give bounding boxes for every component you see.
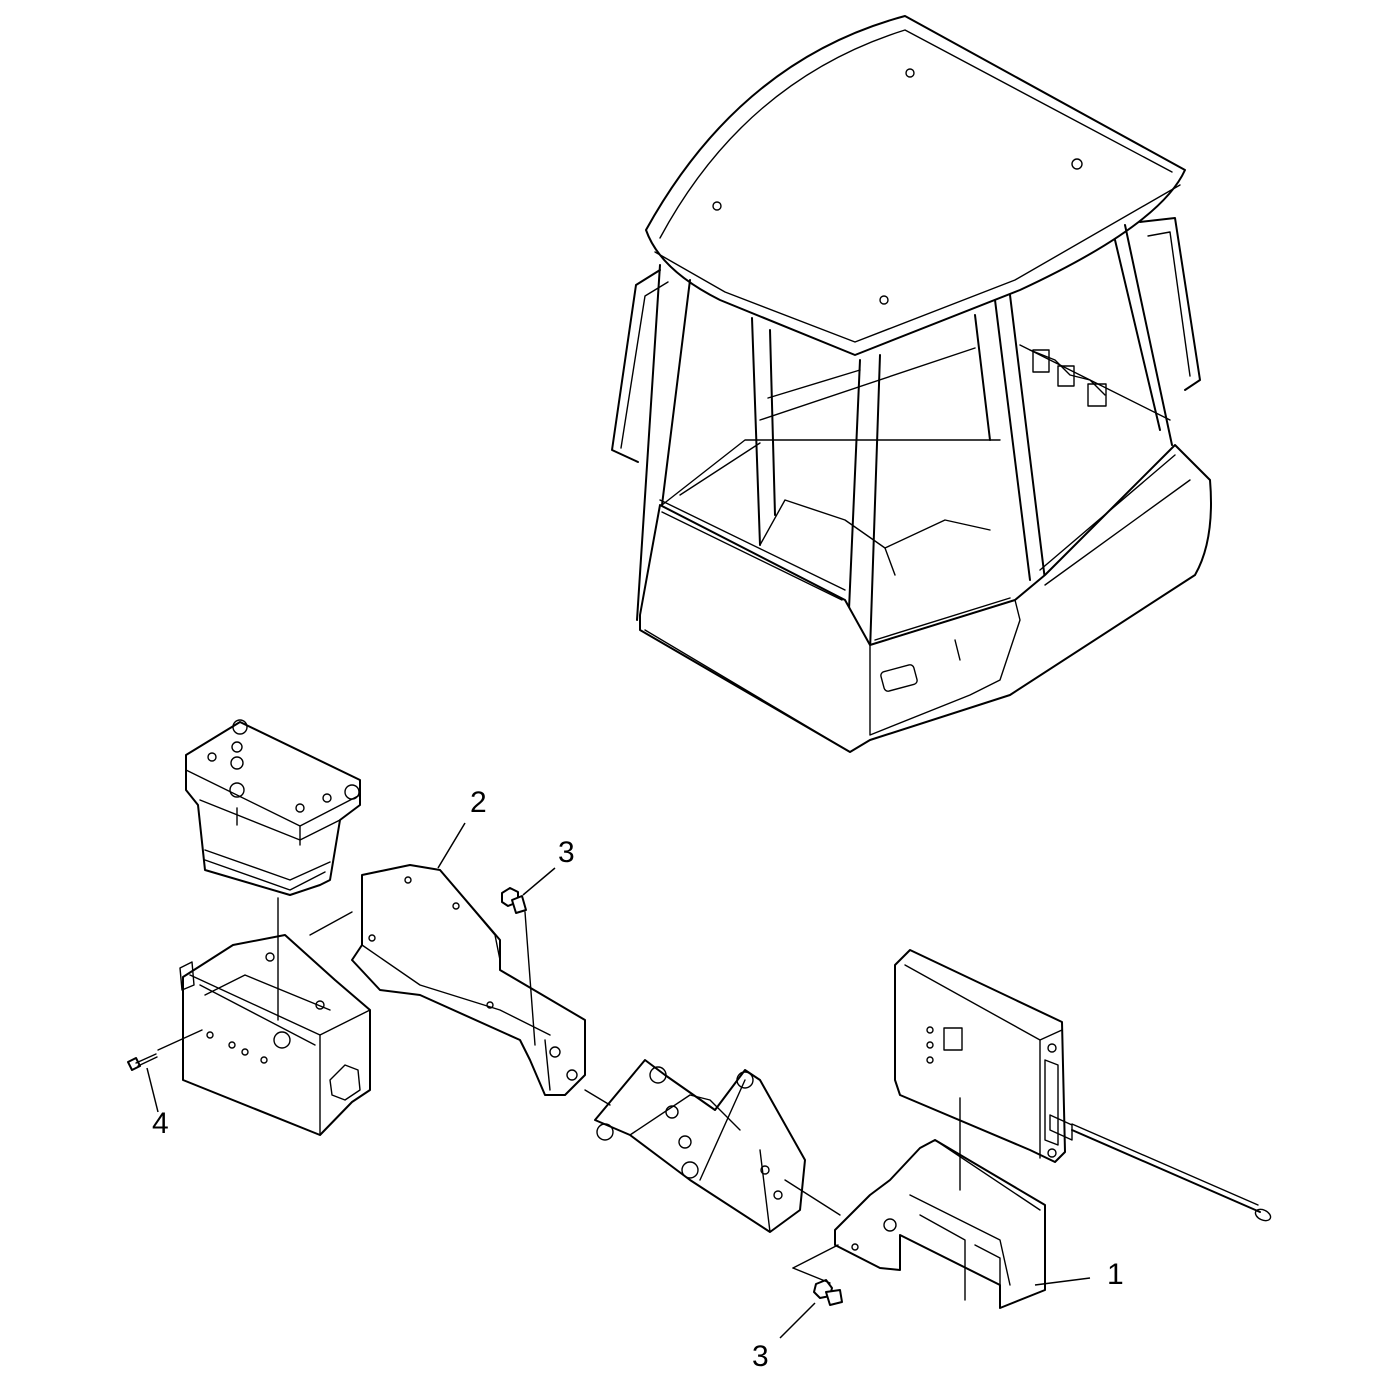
callout-4: 4 bbox=[146, 1067, 169, 1140]
screw-item-3-upper bbox=[501, 887, 527, 914]
callout-label-1: 1 bbox=[1107, 1258, 1124, 1291]
callout-label-3-upper: 3 bbox=[558, 836, 575, 869]
pivot-bracket bbox=[594, 1059, 806, 1233]
control-module-box bbox=[185, 719, 361, 896]
screw-item-4 bbox=[127, 1053, 158, 1071]
mount-base-cradle bbox=[179, 934, 371, 1136]
callout-2: 2 bbox=[437, 786, 487, 869]
screw-item-3-lower bbox=[813, 1279, 843, 1306]
angle-bracket bbox=[351, 864, 586, 1096]
callout-3-upper: 3 bbox=[522, 836, 575, 896]
callout-label-3-lower: 3 bbox=[752, 1340, 769, 1373]
assembly-lines bbox=[157, 897, 961, 1284]
callout-label-2: 2 bbox=[470, 786, 487, 819]
callout-3-lower: 3 bbox=[752, 1302, 816, 1373]
mounting-plate bbox=[834, 1139, 1046, 1309]
callout-label-4: 4 bbox=[152, 1107, 169, 1140]
operator-cab bbox=[611, 15, 1212, 753]
callout-1: 1 bbox=[1034, 1258, 1124, 1291]
radio-module bbox=[894, 949, 1272, 1222]
